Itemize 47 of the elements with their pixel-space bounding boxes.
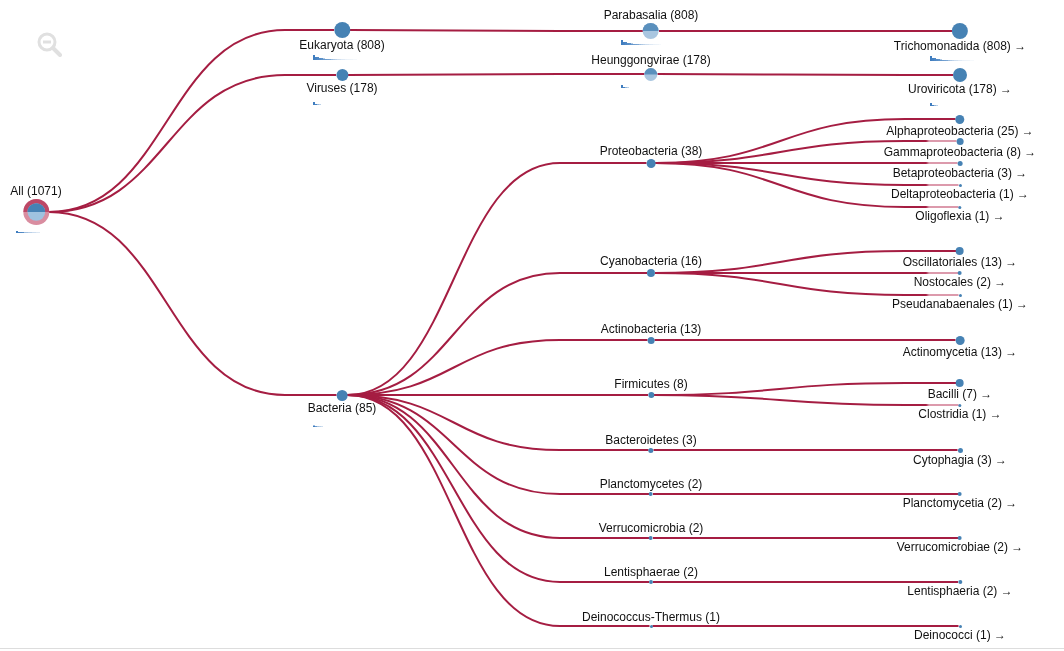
taxon-label: Verrucomicrobiae (2) → xyxy=(896,541,1024,554)
tree-link xyxy=(652,537,959,539)
taxon-label: Cyanobacteria (16) xyxy=(599,255,703,268)
tree-link xyxy=(653,339,957,341)
taxon-label: Planctomycetia (2) → xyxy=(902,497,1018,510)
taxon-label: Trichomonadida (808) → xyxy=(893,40,1027,53)
taxon-label: Heunggongvirae (178) xyxy=(591,53,711,67)
taxon-label: Nostocales (2) → xyxy=(913,276,1007,289)
tree-link xyxy=(656,73,954,76)
taxon-label: Clostridia (1) → xyxy=(918,407,1002,421)
taxon-label: Uroviricota (178) → xyxy=(908,83,1012,96)
taxon-label: Cytophagia (3) → xyxy=(913,453,1007,467)
tree-link xyxy=(48,211,338,396)
tree-link xyxy=(651,625,960,627)
taxon-label: Viruses (178) xyxy=(306,82,378,95)
taxon-label: Deltaproteobacteria (1) → xyxy=(890,187,1030,201)
taxon-label: Deinococcus-Thermus (1) xyxy=(582,610,720,624)
taxon-label: Gammaproteobacteria (8) → xyxy=(883,145,1037,159)
taxon-label: Oscillatoriales (13) → xyxy=(902,256,1018,269)
tree-link xyxy=(652,581,959,583)
taxon-label: Verrucomicrobia (2) xyxy=(598,522,704,535)
taxon-label: Proteobacteria (38) xyxy=(599,144,703,158)
taxon-label: Planctomycetes (2) xyxy=(599,478,703,491)
taxon-label: Actinomycetia (13) → xyxy=(902,345,1018,359)
tree-link xyxy=(652,493,959,495)
tree-link xyxy=(346,394,651,627)
taxon-label: Alphaproteobacteria (25) → xyxy=(886,124,1034,138)
taxon-label: Actinobacteria (13) xyxy=(600,322,702,336)
taxon-label: Bacilli (7) → xyxy=(927,388,993,401)
taxon-label: Parabasalia (808) xyxy=(603,9,699,22)
taxon-label: Eukaryota (808) xyxy=(299,39,385,52)
taxon-label: Deinococci (1) → xyxy=(914,628,1006,642)
taxon-label: Bacteria (85) xyxy=(307,401,377,415)
tree-link xyxy=(658,30,953,32)
taxon-label: Pseudanabaenales (1) → xyxy=(891,297,1029,311)
taxon-label: Oligoflexia (1) → xyxy=(915,209,1005,223)
tree-link xyxy=(349,29,644,32)
tree-link xyxy=(654,162,960,208)
taxon-label: All (1071) xyxy=(10,185,62,198)
taxon-label: Lentisphaerae (2) xyxy=(603,566,699,579)
taxon-label: Betaproteobacteria (3) → xyxy=(892,166,1028,180)
taxon-label: Firmicutes (8) xyxy=(614,378,688,391)
tree-link xyxy=(652,449,959,451)
taxon-label: Lentisphaeria (2) → xyxy=(907,585,1013,598)
tree-link xyxy=(347,73,646,76)
taxon-label: Bacteroidetes (3) xyxy=(605,433,697,447)
tree-link xyxy=(654,272,960,296)
